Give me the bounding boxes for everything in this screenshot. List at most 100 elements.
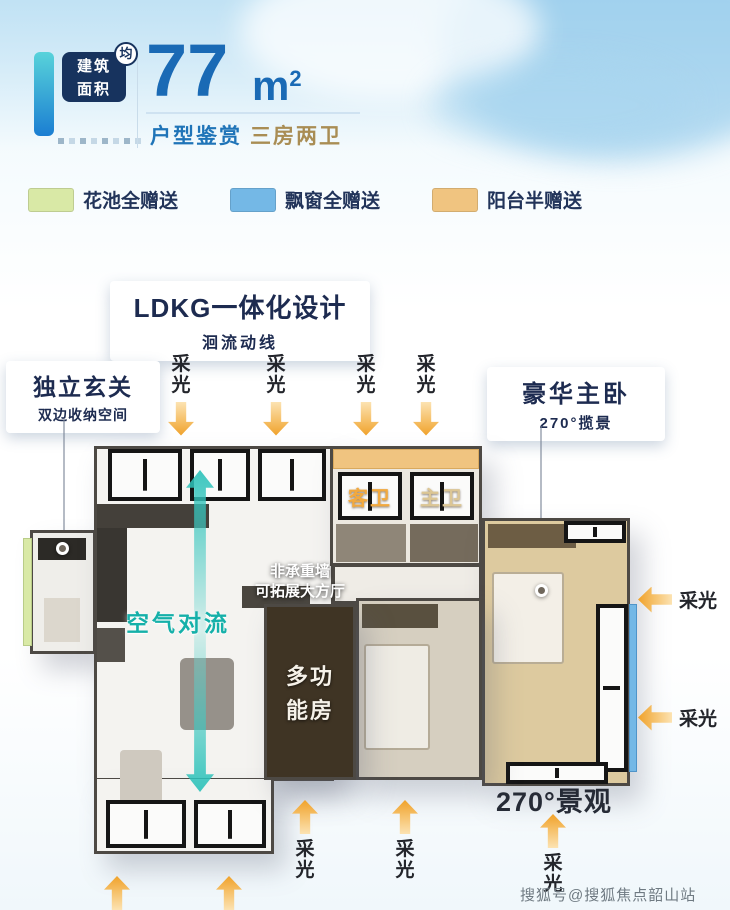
wall-note: 非承重墙 可拓展大方厅 [225,562,375,603]
area-badge-line2: 面积 [76,81,111,98]
master-leader-line [540,426,542,582]
master-side-window [596,604,628,772]
arrow-up-icon [392,800,418,834]
daylight-label: 采光 [171,354,191,397]
legend-swatch-orange [432,187,479,212]
header-divider [137,54,138,148]
daylight-bottom-2: 采光 [392,800,418,882]
guest-bath-label: 客卫 [348,488,392,510]
entry-leader-line [63,420,65,536]
logo-dot [91,138,97,144]
balcony-strip [333,449,479,469]
wall-note-line2: 可拓展大方厅 [254,583,345,601]
subtitle-rooms: 三房两卫 [250,125,342,148]
arrow-left-icon [638,704,672,731]
master-marker-dot [535,584,548,597]
master-bath-label: 主卫 [420,488,464,510]
dining-table [180,658,234,730]
logo-dot [102,138,108,144]
living-room-window [106,800,186,848]
kitchen-island [242,586,310,608]
second-bed [364,644,430,750]
wardrobe [362,604,438,628]
flower-pool-strip [23,538,32,646]
header-underline [146,112,360,114]
daylight-top-1: 采光 [168,354,194,436]
daylight-right-2: 采光 [638,704,717,731]
floor-plan: 客卫 主卫 多功 能房 非承重墙 可拓展大方厅 [23,446,670,858]
legend-label: 花池全赠送 [83,191,179,212]
daylight-top-2: 采光 [263,354,289,436]
wall-note-line1: 非承重墙 [269,563,330,580]
arrow-up-icon [104,876,130,910]
guest-bath-window [338,472,402,520]
master-corner-window [564,521,626,543]
daylight-bottom-1: 采光 [292,800,318,882]
guest-bath-floor [336,524,406,562]
arrow-down-icon [413,401,439,436]
living-room-window [194,800,266,848]
daylight-label: 采光 [356,354,376,397]
master-bottom-window [506,762,608,784]
daylight-label: 采光 [543,853,563,896]
daylight-right-1: 采光 [638,586,717,613]
kitchen-counter [97,504,209,528]
air-convection-label: 空气对流 [126,610,230,636]
daylight-bottom-3: 采光 [540,814,566,896]
callout-master: 豪华主卧 270°揽景 [487,367,665,441]
callout-entry: 独立玄关 双边收纳空间 [6,361,160,433]
area-unit-sup: 2 [289,66,302,91]
subtitle-huxing: 户型鉴赏 [150,125,242,148]
logo-dots [58,138,141,144]
legend: 花池全赠送 飘窗全赠送 阳台半赠送 [28,186,582,213]
arrow-up-icon [292,800,318,834]
callout-entry-subtitle: 双边收纳空间 [38,407,128,423]
kitchen-window [258,449,326,501]
daylight-top-4: 采光 [413,354,439,436]
legend-swatch-blue [230,187,277,212]
legend-item-bay-window: 飘窗全赠送 [230,186,380,213]
callout-master-subtitle: 270°揽景 [539,415,613,432]
legend-item-flower-pool: 花池全赠送 [28,186,178,213]
callout-entry-title: 独立玄关 [33,374,133,400]
master-bed [492,572,564,664]
arrow-down-icon [353,401,379,436]
logo-dot [58,138,64,144]
callout-ldkg-title: LDKG一体化设计 [133,293,347,323]
daylight-label: 采光 [395,839,415,882]
view-270-label: 270°景观 [496,787,612,817]
daylight-label: 采光 [679,709,718,730]
arrow-up-icon [540,814,566,848]
legend-label: 阳台半赠送 [487,191,583,212]
legend-swatch-green [28,187,74,212]
area-badge-tag: 均 [114,42,138,66]
daylight-label: 采光 [266,354,286,397]
area-unit: m2 [252,62,302,110]
multi-function-room: 多功 能房 [264,604,356,780]
entry-marker-dot [56,542,69,555]
kitchen-window [108,449,182,501]
master-bath-window [410,472,474,520]
master-bath-floor [410,524,478,562]
logo-dot [69,138,75,144]
logo-dot [135,138,141,144]
wardrobe [488,524,576,548]
daylight-top-3: 采光 [353,354,379,436]
watermark: 搜狐号@搜狐焦点韶山站 [520,887,697,904]
daylight-label: 采光 [295,839,315,882]
legend-item-balcony: 阳台半赠送 [432,186,582,213]
callout-ldkg: LDKG一体化设计 洄流动线 [110,281,370,361]
area-unit-m: m [252,62,290,109]
multi-room-label-line1: 多功 [285,664,334,689]
arrow-down-icon [168,401,194,436]
logo-dot [113,138,119,144]
logo-dot [80,138,86,144]
logo-dot [124,138,130,144]
bay-window-strip [629,604,637,772]
arrow-up-icon [216,876,242,910]
daylight-label: 采光 [679,591,718,612]
arrow-down-icon [263,401,289,436]
legend-label: 飘窗全赠送 [285,191,381,212]
daylight-label: 采光 [416,354,436,397]
area-badge-line1: 建筑 [76,58,111,75]
